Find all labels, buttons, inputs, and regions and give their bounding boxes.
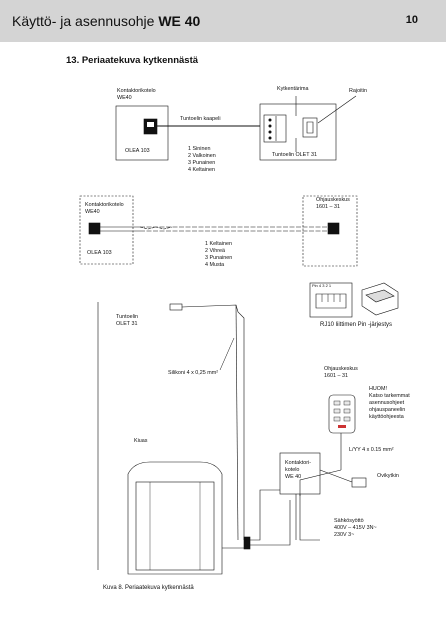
d3-silicone-cable bbox=[181, 304, 245, 540]
rj10-front-icon bbox=[309, 282, 353, 318]
d1-contactor-label-2: WE40 bbox=[117, 95, 132, 101]
control-panel-icon bbox=[328, 394, 356, 434]
d1-terminal-label: Kytkentärima bbox=[277, 86, 309, 92]
d3-note-1: HUOM! bbox=[369, 386, 387, 392]
d2-contactor-label-2: WE40 bbox=[85, 209, 100, 215]
heater-junction-icon bbox=[243, 536, 251, 550]
d2-control-box bbox=[302, 195, 358, 267]
d2-wire-1: 1 Keltainen bbox=[205, 241, 232, 247]
rj10-pins-label: Pin 4 3 2 1 bbox=[312, 283, 332, 288]
d3-note-3: asennusohjeet bbox=[369, 400, 405, 406]
d1-wire-2: 2 Valkoinen bbox=[188, 153, 216, 159]
d2-control-label-1: Ohjauskeskus bbox=[316, 197, 350, 203]
rj10-caption: RJ10 liittimen Pin -järjestys bbox=[320, 322, 393, 328]
heater-kiuas-icon bbox=[127, 461, 223, 575]
d3-heater-label: Kiuas bbox=[134, 438, 148, 444]
d3-note-2: Katso tarkemmat bbox=[369, 393, 410, 399]
page-header: Käyttö- ja asennusohje WE 40 10 bbox=[0, 0, 446, 42]
d3-door-switch-label: Ovikytkin bbox=[377, 473, 399, 479]
d1-contactor-box bbox=[115, 105, 169, 161]
d1-sensor-name: Tuntoelin OLET 31 bbox=[272, 152, 317, 158]
d3-sensor-label-2: OLET 31 bbox=[116, 321, 138, 327]
d3-note-4: ohjauspaneelin bbox=[369, 407, 406, 413]
d1-contactor-label-1: Kontaktorikotelo bbox=[117, 88, 156, 94]
d1-sensor-box bbox=[259, 103, 337, 161]
d3-supply-2: 400V – 415V 3N~ bbox=[334, 525, 377, 531]
d1-box-name: OLEA 103 bbox=[125, 148, 150, 154]
d3-cable-label: Silikoni 4 x 0,25 mm² bbox=[168, 370, 219, 376]
d3-contactor-label-1: Kontaktori- bbox=[285, 460, 312, 466]
d3-sensor-label-1: Tuntoelin bbox=[116, 314, 138, 320]
d2-box-name: OLEA 103 bbox=[87, 250, 112, 256]
d2-rj-socket-icon bbox=[327, 222, 340, 235]
d1-wire-3: 3 Punainen bbox=[188, 160, 216, 166]
d1-wire-1: 1 Sininen bbox=[188, 146, 211, 152]
d2-contactor-label-1: Kontaktorikotelo bbox=[85, 202, 124, 208]
d2-wire-4: 4 Musta bbox=[205, 262, 225, 268]
d1-limiter-icon bbox=[302, 117, 318, 138]
d3-panel-label-1: Ohjauskeskus bbox=[324, 366, 358, 372]
d3-panel-label-2: 1601 – 31 bbox=[324, 373, 348, 379]
header-title: Käyttö- ja asennusohje WE 40 bbox=[12, 13, 201, 29]
d2-wire-2: 2 Vihreä bbox=[205, 248, 225, 254]
figure-caption: Kuva 8. Periaatekuva kytkennästä bbox=[103, 585, 194, 591]
d3-supply-1: Sähkösyöttö bbox=[334, 518, 364, 524]
d3-sensor-icon bbox=[169, 303, 183, 311]
d1-terminal-block-icon bbox=[263, 114, 287, 143]
d3-supply-3: 230V 3~ bbox=[334, 532, 355, 538]
d2-control-label-2: 1601 – 31 bbox=[316, 204, 340, 210]
page-number: 10 bbox=[405, 14, 418, 26]
rj10-plug-icon bbox=[361, 282, 399, 316]
d3-note-5: käyttöohjeesta bbox=[369, 414, 404, 420]
section-title: 13. Periaatekuva kytkennästä bbox=[66, 55, 199, 66]
d3-contactor-label-3: WE 40 bbox=[285, 474, 302, 480]
d3-contactor-label-2: kotelo bbox=[285, 467, 300, 473]
d2-rj-plug-icon bbox=[88, 222, 101, 235]
d2-wire-3: 3 Punainen bbox=[205, 255, 233, 261]
d1-limiter-label: Rajoitin bbox=[349, 88, 367, 94]
d2-contactor-box bbox=[79, 195, 134, 265]
d1-cable-label: Tuntoelin kaapeli bbox=[180, 116, 221, 122]
door-switch-icon bbox=[351, 477, 367, 488]
d3-lyy-label: L/YY 4 x 0.15 mm² bbox=[349, 447, 394, 453]
d1-wire-4: 4 Keltainen bbox=[188, 167, 215, 173]
